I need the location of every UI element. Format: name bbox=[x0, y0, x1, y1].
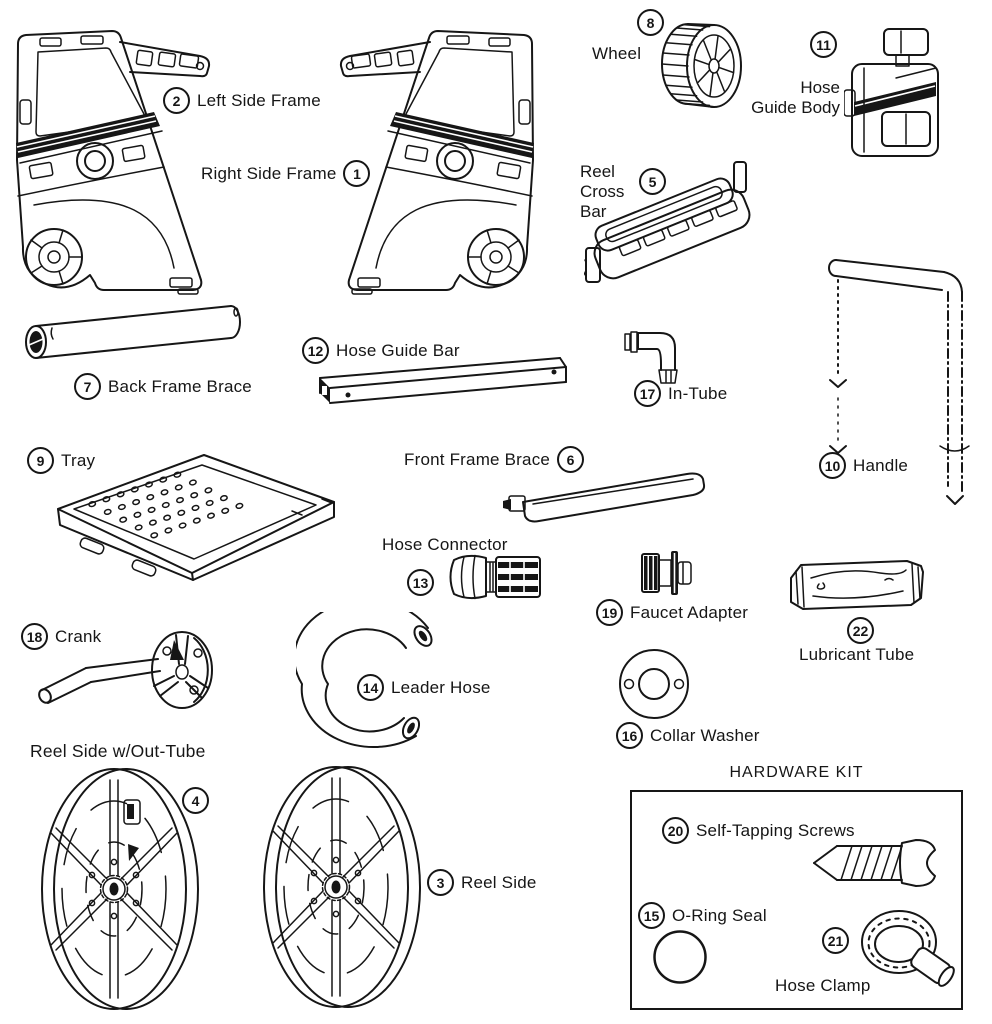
part-label-in-tube: In-Tube bbox=[668, 383, 728, 403]
part-label-self-tapping-screws: Self-Tapping Screws bbox=[696, 820, 855, 840]
part-number-1: 1 bbox=[343, 160, 371, 187]
part-label-hose-clamp: Hose Clamp bbox=[775, 976, 871, 995]
part-number-21: 21 bbox=[822, 927, 849, 954]
part-label-back-frame-brace: Back Frame Brace bbox=[108, 376, 252, 396]
wheel-drawing bbox=[661, 23, 742, 108]
label-right-side-frame: Right Side Frame 1 bbox=[201, 160, 371, 187]
part-number-16: 16 bbox=[616, 722, 643, 749]
part-number-14: 14 bbox=[357, 674, 384, 701]
part-label-wheel: Wheel bbox=[592, 44, 642, 63]
hose-connector-drawing bbox=[449, 554, 541, 600]
part-number-6: 6 bbox=[557, 446, 585, 473]
part-number-10: 10 bbox=[819, 452, 846, 479]
part-label-handle: Handle bbox=[853, 455, 909, 475]
part-number-7: 7 bbox=[74, 373, 101, 400]
part-label-hose-connector: Hose Connector bbox=[382, 535, 508, 554]
hose-clamp-drawing bbox=[861, 910, 955, 987]
label-hose-guide-bar: 12 Hose Guide Bar bbox=[302, 337, 460, 364]
in-tube-drawing bbox=[624, 331, 678, 384]
part-label-faucet-adapter: Faucet Adapter bbox=[630, 602, 749, 622]
hardware-kit-box: 20 Self-Tapping Screws 15 O-Ring Seal 21 bbox=[630, 790, 963, 1010]
part-label-right-side-frame: Right Side Frame bbox=[201, 163, 337, 183]
part-label-leader-hose: Leader Hose bbox=[391, 677, 491, 697]
label-handle: 10 Handle bbox=[819, 452, 908, 479]
handle-drawing bbox=[828, 259, 970, 505]
label-line: Reel bbox=[580, 162, 615, 181]
crank-drawing bbox=[38, 631, 213, 709]
label-left-side-frame: 2 Left Side Frame bbox=[163, 87, 321, 114]
reel-side-out-tube-drawing bbox=[41, 768, 199, 1010]
part-label-left-side-frame: Left Side Frame bbox=[197, 90, 321, 110]
part-label-o-ring-seal: O-Ring Seal bbox=[672, 905, 767, 925]
label-line: Cross bbox=[580, 182, 625, 201]
label-self-tapping-screws: 20 Self-Tapping Screws bbox=[662, 817, 855, 844]
part-number-20: 20 bbox=[662, 817, 689, 844]
tray-drawing bbox=[57, 454, 335, 581]
part-number-3: 3 bbox=[427, 869, 454, 896]
part-label-tray: Tray bbox=[61, 450, 96, 470]
part-number-22: 22 bbox=[847, 617, 874, 644]
label-collar-washer: 16 Collar Washer bbox=[616, 722, 760, 749]
part-number-8: 8 bbox=[637, 9, 664, 36]
lubricant-tube-drawing bbox=[790, 560, 924, 610]
label-front-frame-brace: Front Frame Brace 6 bbox=[404, 446, 585, 473]
faucet-adapter-drawing bbox=[641, 551, 692, 595]
hardware-kit-title: HARDWARE KIT bbox=[729, 764, 864, 781]
part-label-crank: Crank bbox=[55, 626, 102, 646]
label-back-frame-brace: 7 Back Frame Brace bbox=[74, 373, 252, 400]
part-number-5: 5 bbox=[639, 168, 666, 195]
part-number-2: 2 bbox=[163, 87, 190, 114]
part-number-12: 12 bbox=[302, 337, 329, 364]
label-line: Guide Body bbox=[751, 98, 840, 117]
part-label-lubricant-tube: Lubricant Tube bbox=[799, 645, 915, 664]
label-o-ring-seal: 15 O-Ring Seal bbox=[638, 902, 767, 929]
right-side-frame-drawing bbox=[339, 30, 535, 295]
part-number-11: 11 bbox=[810, 31, 837, 58]
label-faucet-adapter: 19 Faucet Adapter bbox=[596, 599, 748, 626]
label-leader-hose: 14 Leader Hose bbox=[357, 674, 491, 701]
part-label-hose-guide-body: Hose Guide Body bbox=[735, 78, 840, 118]
part-label-reel-cross-bar: Reel Cross Bar bbox=[580, 162, 624, 222]
leader-hose-drawing bbox=[296, 612, 433, 749]
back-frame-brace-drawing bbox=[25, 305, 241, 359]
part-label-front-frame-brace: Front Frame Brace bbox=[404, 449, 551, 469]
label-reel-side: 3 Reel Side bbox=[427, 869, 537, 896]
part-number-15: 15 bbox=[638, 902, 665, 929]
label-crank: 18 Crank bbox=[21, 623, 101, 650]
part-number-17: 17 bbox=[634, 380, 661, 407]
collar-washer-drawing bbox=[619, 649, 689, 719]
left-side-frame-drawing bbox=[16, 30, 211, 295]
part-label-reel-side: Reel Side bbox=[461, 872, 537, 892]
screw-drawing bbox=[813, 839, 936, 887]
reel-cross-bar-drawing bbox=[584, 161, 751, 283]
part-number-4: 4 bbox=[182, 787, 209, 814]
reel-side-drawing bbox=[263, 766, 421, 1008]
o-ring-drawing bbox=[653, 930, 707, 984]
part-label-hose-guide-bar: Hose Guide Bar bbox=[336, 340, 460, 360]
label-line: Bar bbox=[580, 202, 607, 221]
label-line: Hose bbox=[800, 78, 840, 97]
front-frame-brace-drawing bbox=[503, 472, 706, 523]
part-number-19: 19 bbox=[596, 599, 623, 626]
label-tray: 9 Tray bbox=[27, 447, 95, 474]
part-number-18: 18 bbox=[21, 623, 48, 650]
part-label-collar-washer: Collar Washer bbox=[650, 725, 760, 745]
part-number-9: 9 bbox=[27, 447, 54, 474]
hose-guide-bar-drawing bbox=[319, 357, 567, 404]
part-number-13: 13 bbox=[407, 569, 434, 596]
label-in-tube: 17 In-Tube bbox=[634, 380, 727, 407]
part-label-reel-side-out-tube: Reel Side w/Out-Tube bbox=[30, 741, 206, 761]
hose-guide-body-drawing bbox=[844, 28, 939, 157]
